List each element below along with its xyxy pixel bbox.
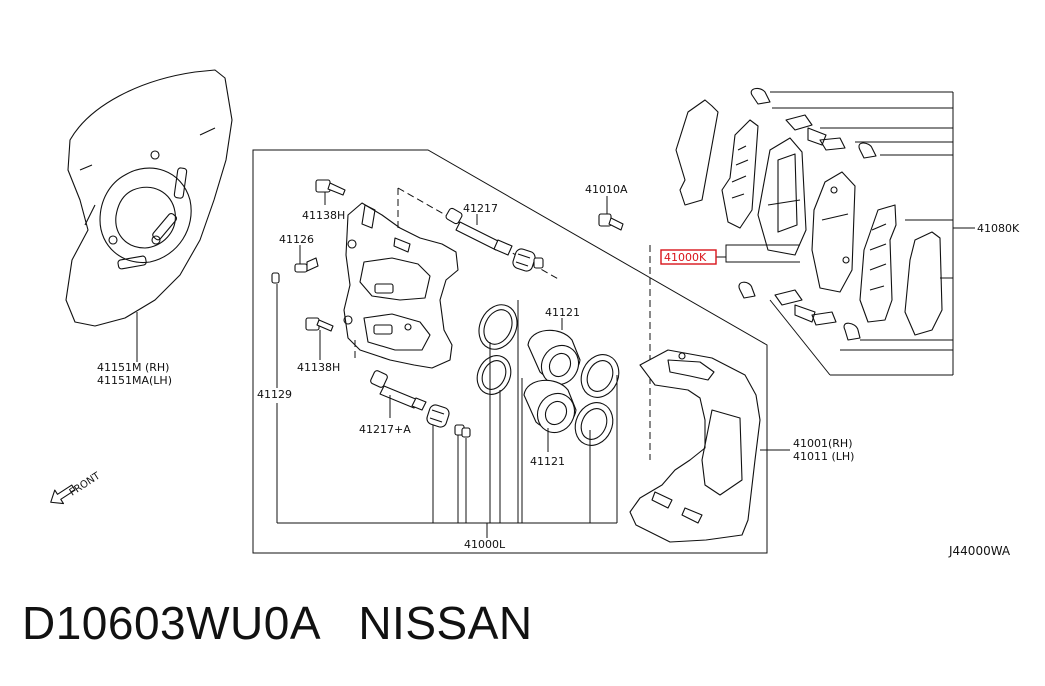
pin-boot-bottom bbox=[426, 404, 471, 438]
label-shield-lh: 41151MA(LH) bbox=[97, 374, 172, 387]
brake-pad-outer bbox=[811, 171, 856, 293]
pad-shim-outer bbox=[675, 99, 719, 206]
pad-shim-inner bbox=[859, 204, 897, 323]
pad-kit-highlight bbox=[660, 249, 717, 265]
piston-boot-top bbox=[580, 354, 620, 398]
label-piston-top: 41121 bbox=[545, 306, 580, 319]
bolt-41010a bbox=[598, 213, 624, 231]
label-bleeder: 41129 bbox=[257, 388, 292, 401]
label-bracket-rh: 41001(RH) bbox=[793, 437, 853, 450]
piston-top bbox=[527, 329, 581, 386]
pad-spring-top bbox=[750, 87, 877, 159]
label-bolt-bracket: 41010A bbox=[585, 183, 628, 196]
piston-bottom bbox=[523, 379, 577, 434]
label-piston-bottom: 41121 bbox=[530, 455, 565, 468]
piston-seal-bottom bbox=[476, 355, 512, 395]
piston-seal-top bbox=[478, 304, 518, 350]
label-front: FRONT bbox=[68, 470, 103, 498]
caliper-bracket bbox=[629, 349, 761, 543]
dust-shield bbox=[65, 69, 233, 327]
bolt-41138h-top bbox=[315, 179, 346, 196]
bleeder-cap bbox=[271, 272, 280, 284]
label-diagram-code: J44000WA bbox=[948, 544, 1011, 558]
piston-boot-bottom bbox=[574, 402, 614, 446]
pin-boot-41126 bbox=[294, 257, 319, 273]
label-shield-rh: 41151M (RH) bbox=[97, 361, 169, 374]
label-caliper-assembly: 41000L bbox=[464, 538, 506, 551]
slide-pin-41217 bbox=[445, 207, 513, 256]
label-slide-pin-bottom: 41217+A bbox=[359, 423, 411, 436]
bolt-41138h-mid bbox=[305, 317, 334, 332]
part-number-caption: D10603WU0A NISSAN bbox=[22, 597, 533, 649]
pin-boot-top bbox=[512, 248, 544, 272]
slide-pin-41217a bbox=[370, 370, 427, 411]
label-pad-kit: 41000K bbox=[664, 251, 707, 264]
caliper-body bbox=[343, 202, 459, 369]
label-bracket-lh: 41011 (LH) bbox=[793, 450, 854, 463]
label-pin-boot: 41126 bbox=[279, 233, 314, 246]
brake-pad-inner bbox=[757, 137, 807, 256]
front-arrow-icon bbox=[50, 484, 76, 505]
pad-spring-bottom bbox=[738, 281, 861, 341]
pad-shim-inner-2 bbox=[904, 231, 943, 336]
label-bolt-top: 41138H bbox=[302, 209, 345, 222]
pad-shim-outer-2 bbox=[721, 119, 759, 229]
caliper-assembly-frame bbox=[252, 149, 768, 554]
label-bolt-mid: 41138H bbox=[297, 361, 340, 374]
label-slide-pin-top: 41217 bbox=[463, 202, 498, 215]
label-pad-hardware: 41080K bbox=[977, 222, 1020, 235]
